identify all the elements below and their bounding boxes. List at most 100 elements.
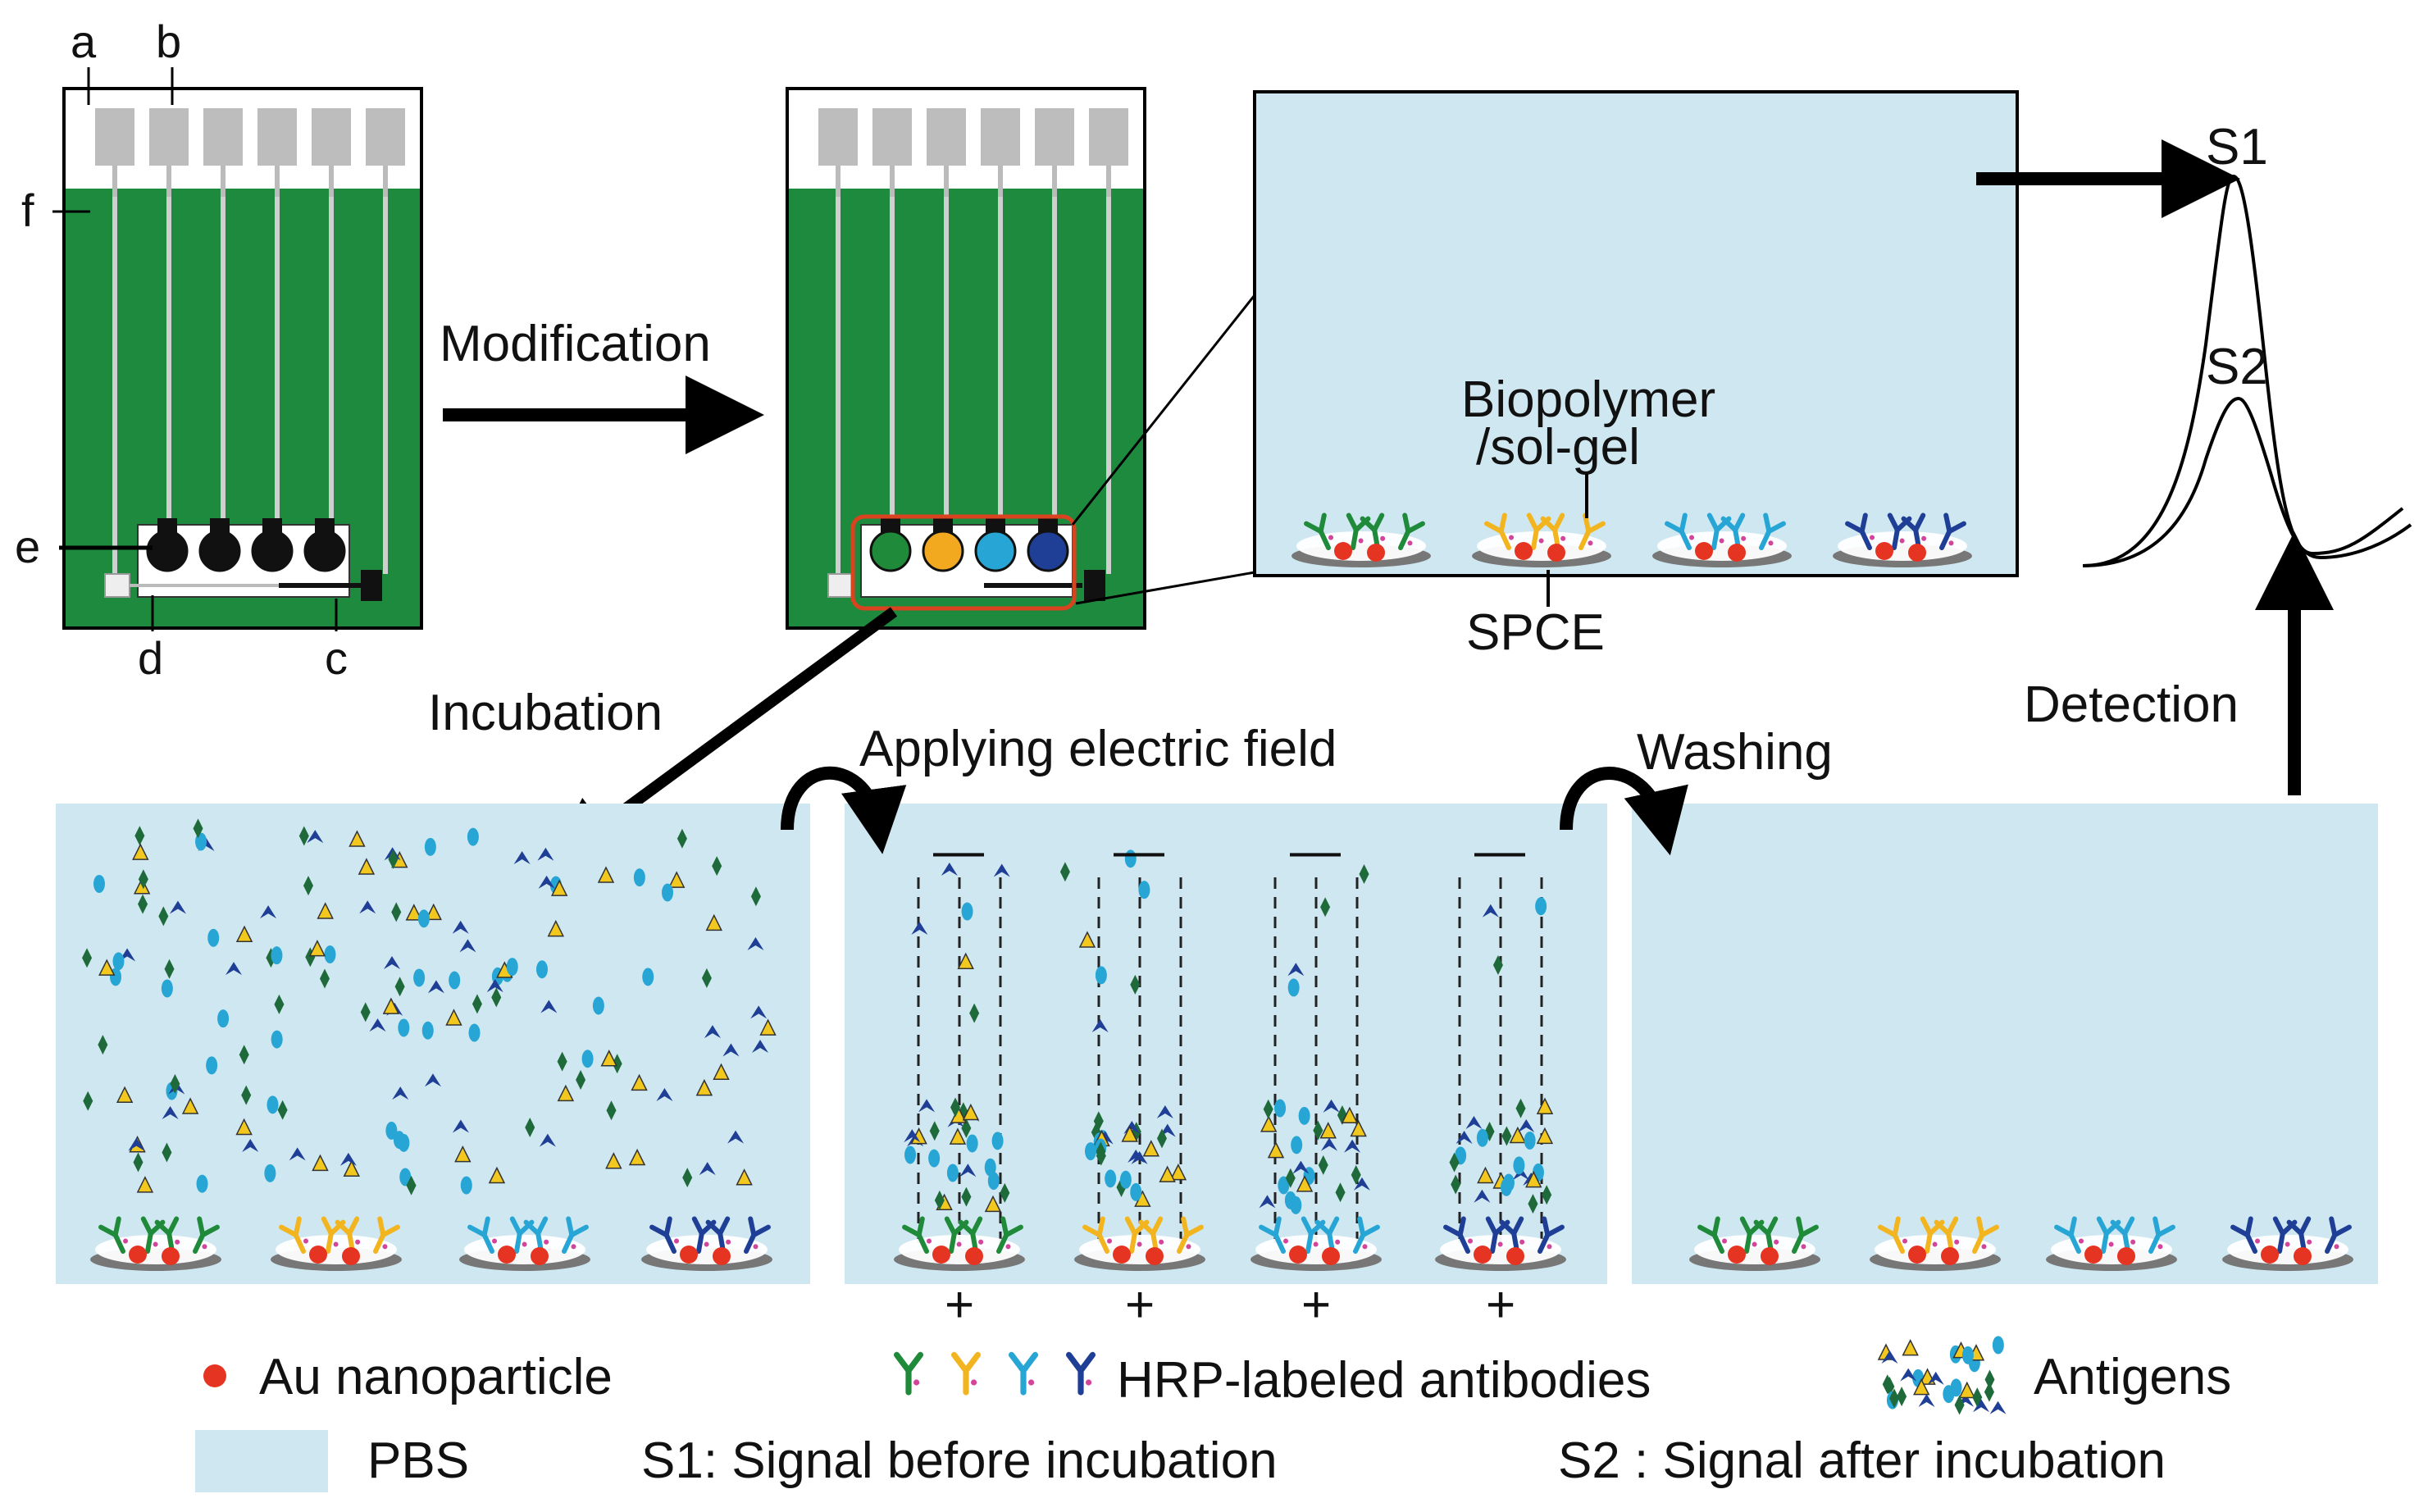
field-sign-minus: — xyxy=(1290,822,1341,879)
au-nanoparticle xyxy=(342,1247,360,1265)
field-curved-arrow xyxy=(781,766,907,854)
field-sign-plus: + xyxy=(1125,1277,1155,1333)
au-nanoparticle xyxy=(531,1247,549,1265)
antigen xyxy=(557,1051,567,1072)
antigen xyxy=(736,1168,753,1186)
contact-pad xyxy=(872,108,912,166)
antigen xyxy=(392,1086,409,1100)
antigen xyxy=(264,1164,276,1182)
sensor-chip-modified xyxy=(786,87,1146,630)
legend-pbs: PBS xyxy=(367,1432,469,1489)
antigen xyxy=(1319,1122,1337,1139)
au-nanoparticle xyxy=(1908,1246,1926,1264)
antigen xyxy=(1000,1182,1010,1203)
antigen xyxy=(1298,1106,1310,1125)
antigen xyxy=(704,1025,721,1039)
contact-pads xyxy=(95,108,405,574)
legend-s1: S1: Signal before incubation xyxy=(641,1432,1278,1489)
antibody xyxy=(902,1216,932,1254)
antigen xyxy=(918,1099,936,1113)
au-nanoparticle xyxy=(2261,1246,2279,1264)
antigen xyxy=(1958,1381,1976,1399)
au-nanoparticle xyxy=(1547,544,1565,562)
antibody xyxy=(1443,1216,1474,1254)
antigen xyxy=(1536,1127,1554,1145)
antigen xyxy=(557,1084,575,1102)
field-sign-plus: + xyxy=(945,1277,974,1333)
s1-peak-label: S1 xyxy=(2206,119,2268,175)
antigen xyxy=(701,968,712,988)
antigen xyxy=(169,900,186,914)
antigen xyxy=(957,952,974,970)
antibody xyxy=(193,1216,220,1254)
antigen xyxy=(712,856,722,877)
contact-pad xyxy=(1089,108,1128,166)
legend-s2: S2 : Signal after incubation xyxy=(1558,1432,2166,1489)
antigen xyxy=(1142,1140,1160,1157)
antigen xyxy=(911,921,928,935)
antigen xyxy=(193,818,203,839)
antigen xyxy=(1350,1119,1367,1137)
antigen xyxy=(360,1002,371,1022)
panel-incubation xyxy=(56,804,810,1284)
working-electrode xyxy=(1027,530,1069,572)
antigen xyxy=(946,1164,959,1182)
antigen xyxy=(1274,1099,1287,1118)
antibody xyxy=(1939,512,1966,550)
antigen xyxy=(537,847,554,861)
antigen xyxy=(592,996,604,1015)
antigen xyxy=(241,1085,252,1105)
s2-peak-label: S2 xyxy=(2206,339,2268,395)
au-nanoparticle xyxy=(1941,1247,1959,1265)
antigen xyxy=(1509,1126,1527,1144)
antigen xyxy=(1973,1399,1990,1413)
contact-pad xyxy=(257,108,297,166)
antibody xyxy=(1697,1216,1728,1254)
antibody xyxy=(2054,1216,2084,1254)
panel-electric-field xyxy=(845,804,1607,1284)
antibody xyxy=(1792,1216,1819,1254)
antigen xyxy=(343,1159,360,1177)
antigen xyxy=(133,877,151,895)
antigen xyxy=(1482,904,1499,918)
field-sign-minus: — xyxy=(933,822,984,879)
working-electrode xyxy=(251,530,294,572)
au-nanoparticle xyxy=(965,1247,983,1265)
au-nanoparticle xyxy=(162,1247,180,1265)
antigen xyxy=(427,980,444,994)
antigen-cloud xyxy=(82,818,777,1195)
antigen xyxy=(1156,1105,1173,1119)
antigen xyxy=(1119,1170,1132,1189)
antigen xyxy=(1285,1168,1296,1188)
au-nanoparticle xyxy=(1289,1246,1307,1264)
antigen xyxy=(1105,1169,1117,1188)
antigen xyxy=(472,994,482,1014)
step-washing-label: Washing xyxy=(1637,724,1833,781)
antigen xyxy=(385,1121,398,1140)
antigen xyxy=(181,1097,199,1114)
antigen xyxy=(486,979,503,993)
antigen xyxy=(298,826,309,846)
washing-curved-arrow xyxy=(1560,767,1688,856)
antibody xyxy=(373,1216,400,1254)
label-f: f xyxy=(21,184,34,236)
antigen xyxy=(1078,931,1096,948)
antigen xyxy=(1927,1371,1944,1385)
au-nanoparticle xyxy=(1908,544,1926,562)
biopolymer-label: Biopolymer xyxy=(1461,371,1715,428)
antigen xyxy=(695,1078,713,1096)
antigen xyxy=(1515,1098,1526,1118)
antigen xyxy=(217,1009,230,1028)
antigen xyxy=(1528,1194,1538,1214)
legend: Au nanoparticle HRP-labeled antibodies A… xyxy=(195,1336,2231,1492)
antigen xyxy=(312,1154,329,1172)
antigen xyxy=(1474,1189,1491,1203)
antigen xyxy=(317,902,334,919)
antigen xyxy=(394,977,405,997)
antigen xyxy=(488,1166,506,1184)
antigen xyxy=(393,1131,405,1150)
antigen xyxy=(605,1152,622,1169)
antigen xyxy=(962,1103,980,1121)
step-field-label: Applying electric field xyxy=(859,721,1337,777)
